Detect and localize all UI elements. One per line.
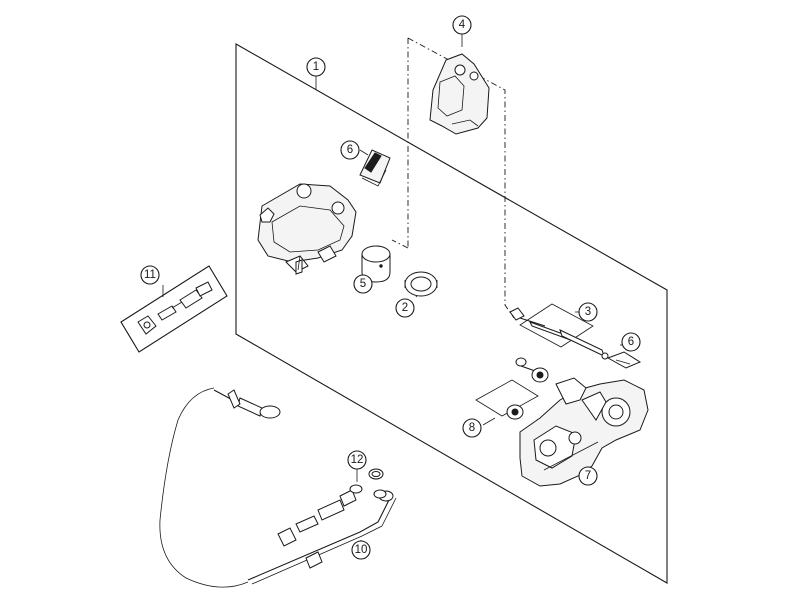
callout-label: 12 <box>351 454 364 466</box>
brake-pads <box>429 53 490 135</box>
callout-label: 10 <box>355 544 368 556</box>
callout-10: 10 <box>351 540 371 560</box>
callout-2: 2 <box>395 298 415 318</box>
guide-bushings <box>506 357 549 420</box>
pad-spring-clip <box>606 351 642 369</box>
sealing-washers <box>349 468 387 499</box>
callout-11: 11 <box>140 265 160 285</box>
callout-8: 8 <box>462 418 482 438</box>
anti-rattle-spring <box>359 149 391 187</box>
callout-label: 7 <box>585 470 591 482</box>
bleed-fittings <box>137 281 213 335</box>
callout-label: 4 <box>459 19 466 31</box>
callout-label: 6 <box>628 336 634 348</box>
pin-set-frame <box>519 303 594 348</box>
callout-label: 1 <box>313 61 319 73</box>
callout-label: 8 <box>469 422 475 434</box>
brake-pad-dashed-link <box>391 239 409 249</box>
callout-1: 1 <box>306 57 326 77</box>
callout-6-clip: 6 <box>621 332 641 352</box>
callout-3: 3 <box>578 302 598 322</box>
callout-label: 6 <box>347 144 353 156</box>
callout-7: 7 <box>578 466 598 486</box>
callout-12: 12 <box>347 450 367 470</box>
caliper-support <box>519 377 649 487</box>
callout-5: 5 <box>353 274 373 294</box>
callout-4: 4 <box>452 15 472 35</box>
fitting-group-frame <box>120 265 228 353</box>
caliper-group-frame <box>235 43 668 584</box>
pad-pins <box>509 307 609 360</box>
seal-ring <box>404 271 438 297</box>
brake-caliper <box>257 183 357 275</box>
piston <box>361 245 391 283</box>
callout-label: 2 <box>402 302 408 314</box>
callout-6-spring: 6 <box>340 140 360 160</box>
callout-label: 5 <box>360 278 366 290</box>
callout-label: 11 <box>144 269 156 281</box>
callout-label: 3 <box>585 306 591 318</box>
bushing-set-frame <box>475 379 539 417</box>
